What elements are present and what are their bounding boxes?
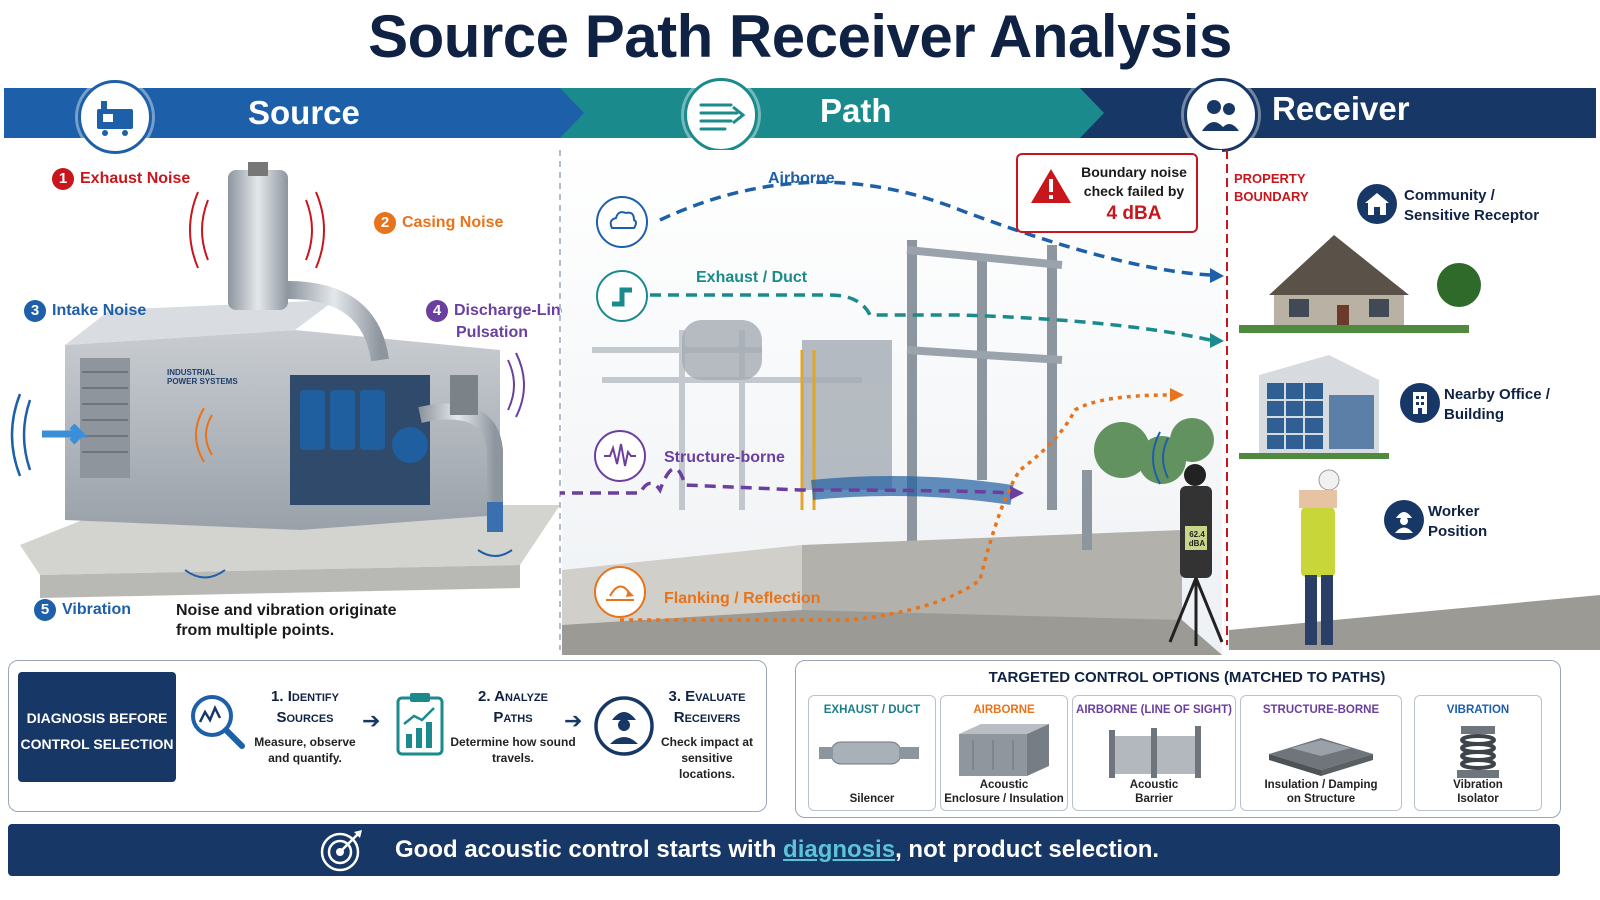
airflow-icon (684, 78, 758, 152)
clipboard-chart-icon (394, 690, 446, 758)
silencer-icon (819, 741, 919, 765)
reflection-icon (594, 566, 646, 618)
receiver-community: Community /Sensitive Receptor (1404, 187, 1540, 224)
vibration-wave-icon (594, 430, 646, 482)
footer-highlight: diagnosis (783, 836, 896, 863)
office-building-icon (1400, 383, 1440, 423)
enclosure-icon (959, 724, 1049, 776)
warning-icon (1031, 169, 1071, 203)
property-boundary-line (1226, 150, 1228, 645)
exhaust-duct-label: Exhaust / Duct (696, 269, 808, 286)
worker-icon (1384, 500, 1424, 540)
control-card-silencer: EXHAUST / DUCT Silencer (808, 695, 936, 811)
banner-source-label: Source (248, 94, 360, 131)
sound-level-meter (1152, 431, 1224, 646)
worker-circle-icon (592, 694, 656, 758)
alert-value: 4 dBA (1106, 203, 1162, 224)
receiver-scene (1229, 235, 1600, 650)
receiver-office: Nearby Office /Building (1444, 386, 1550, 423)
footer-message: Good acoustic control starts with diagno… (395, 836, 1160, 863)
arrow-right-icon: ➔ (362, 708, 381, 733)
people-icon (1184, 78, 1258, 152)
control-options-heading: TARGETED CONTROL OPTIONS (MATCHED TO PAT… (988, 669, 1386, 686)
target-icon (318, 828, 364, 874)
footer-banner (8, 824, 1560, 876)
banner-path-label: Path (820, 92, 892, 129)
flanking-label: Flanking / Reflection (664, 590, 821, 607)
plant-scene (562, 150, 1222, 655)
duct-icon (596, 270, 648, 322)
generator-illustration (10, 162, 560, 598)
barrier-icon (1109, 726, 1201, 778)
structure-borne-label: Structure-borne (664, 449, 785, 466)
cloud-icon (596, 196, 648, 248)
magnifier-chart-icon (186, 690, 248, 752)
page-title: Source Path Receiver Analysis (368, 3, 1232, 70)
arrow-right-icon: ➔ (564, 708, 583, 733)
damping-pad-icon (1269, 738, 1373, 776)
banner-receiver-label: Receiver (1272, 90, 1410, 127)
airborne-label: Airborne (768, 170, 835, 187)
isolator-icon (1457, 726, 1499, 778)
house-icon (1357, 184, 1397, 224)
path-lines (560, 180, 1224, 622)
generator-icon (78, 80, 152, 154)
